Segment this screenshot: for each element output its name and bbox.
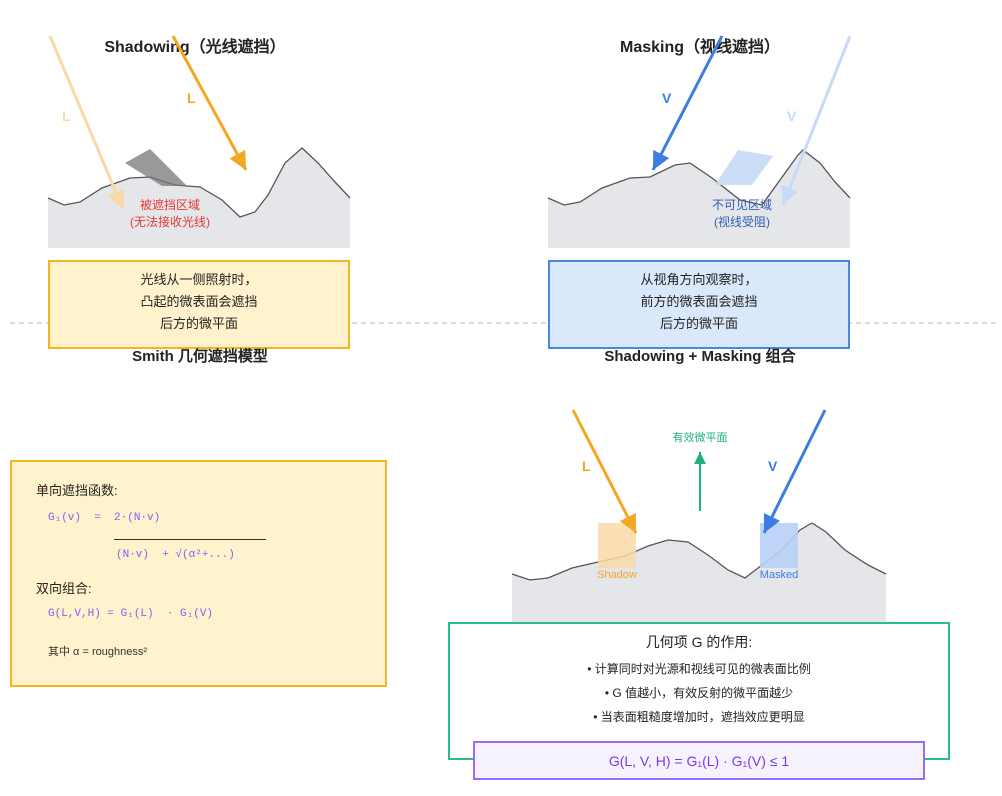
g-term-bullets: • 计算同时对光源和视线可见的微表面比例 • G 值越小，有效反射的微平面越少 … — [450, 657, 948, 729]
hidden-region-label-line1: 不可见区域 — [711, 198, 772, 212]
shadowing-desc-line1: 光线从一侧照射时， — [140, 272, 258, 287]
microsurface-outline — [511, 522, 887, 581]
microsurface-outline — [47, 147, 351, 218]
g-formula: G(L, V, H) = G₁(L) · G₁(V) ≤ 1 — [608, 753, 790, 769]
roughness-note: 其中 α = roughness² — [48, 646, 147, 658]
g-bullet-1: • 计算同时对光源和视线可见的微表面比例 — [587, 662, 811, 676]
combined-title: Shadowing + Masking 组合 — [604, 348, 796, 365]
shadowing-title: Shadowing（光线遮挡） — [104, 39, 286, 56]
shadowing-diagram — [47, 35, 351, 248]
faded-view-label: V — [787, 108, 797, 124]
shadowing-desc-line3: 后方的微平面 — [159, 316, 238, 331]
shadowing-description-box: 光线从一侧照射时， 凸起的微表面会遮挡 后方的微平面 — [48, 260, 350, 349]
g-bullet-2: • G 值越小，有效反射的微平面越少 — [604, 686, 794, 700]
hidden-region-shape — [715, 150, 773, 185]
masking-title: Masking（视线遮挡） — [619, 39, 781, 56]
g-bullet-3: • 当表面粗糙度增加时，遮挡效应更明显 — [593, 710, 805, 724]
g-term-box: 几何项 G 的作用: • 计算同时对光源和视线可见的微表面比例 • G 值越小，… — [448, 622, 950, 760]
masking-desc-line3: 后方的微平面 — [659, 316, 738, 331]
shadow-marker — [598, 523, 636, 568]
fraction-bar — [114, 539, 266, 540]
view-arrow — [762, 409, 827, 534]
one-way-heading: 单向遮挡函数: — [36, 483, 118, 498]
smith-title: Smith 几何遮挡模型 — [132, 348, 268, 365]
light-arrow — [171, 35, 248, 171]
shadow-region-label: 被遮挡区域 (无法接收光线) — [100, 197, 240, 231]
faded-view-arrow — [781, 35, 852, 206]
light-label: L — [187, 90, 196, 106]
shadow-label: Shadow — [597, 569, 637, 581]
shadowing-desc-line2: 凸起的微表面会遮挡 — [140, 294, 258, 309]
combined-diagram — [511, 409, 887, 624]
masking-desc-line1: 从视角方向观察时， — [640, 272, 758, 287]
one-way-formula-denominator: (N·v) + √(α²+...) — [116, 549, 235, 561]
faded-light-arrow — [48, 35, 125, 210]
smith-formula-box: 单向遮挡函数: G₁(v) = 2·(N·v) (N·v) + √(α²+...… — [10, 460, 387, 687]
hidden-region-label: 不可见区域 (视线受阻) — [672, 197, 812, 231]
microsurface — [48, 148, 350, 248]
view-label: V — [662, 90, 672, 106]
hidden-region-label-line2: (视线受阻) — [714, 215, 770, 229]
masking-diagram — [547, 35, 852, 248]
one-way-formula-numerator: G₁(v) = 2·(N·v) — [48, 512, 161, 524]
shadow-region-label-line1: 被遮挡区域 — [139, 198, 200, 212]
masked-label: Masked — [759, 569, 799, 581]
combined-light-label: L — [582, 458, 591, 474]
masking-desc-line2: 前方的微表面会遮挡 — [640, 294, 758, 309]
g-formula-box: G(L, V, H) = G₁(L) · G₁(V) ≤ 1 — [473, 741, 925, 780]
g-term-heading: 几何项 G 的作用: — [645, 634, 753, 650]
microsurface — [512, 523, 886, 624]
shadow-region-label-line2: (无法接收光线) — [130, 215, 210, 229]
view-arrow — [651, 35, 724, 171]
shadow-region-shape — [125, 149, 187, 186]
masking-description-box: 从视角方向观察时， 前方的微表面会遮挡 后方的微平面 — [548, 260, 850, 349]
microsurface-outline — [547, 149, 851, 206]
combined-view-label: V — [768, 458, 778, 474]
combined-formula: G(L,V,H) = G₁(L) · G₁(V) — [48, 608, 214, 620]
two-way-heading: 双向组合: — [36, 581, 92, 596]
light-arrow — [571, 409, 638, 534]
microsurface — [548, 150, 850, 248]
faded-light-label: L — [62, 108, 71, 124]
normal-label: 有效微平面 — [672, 432, 728, 444]
